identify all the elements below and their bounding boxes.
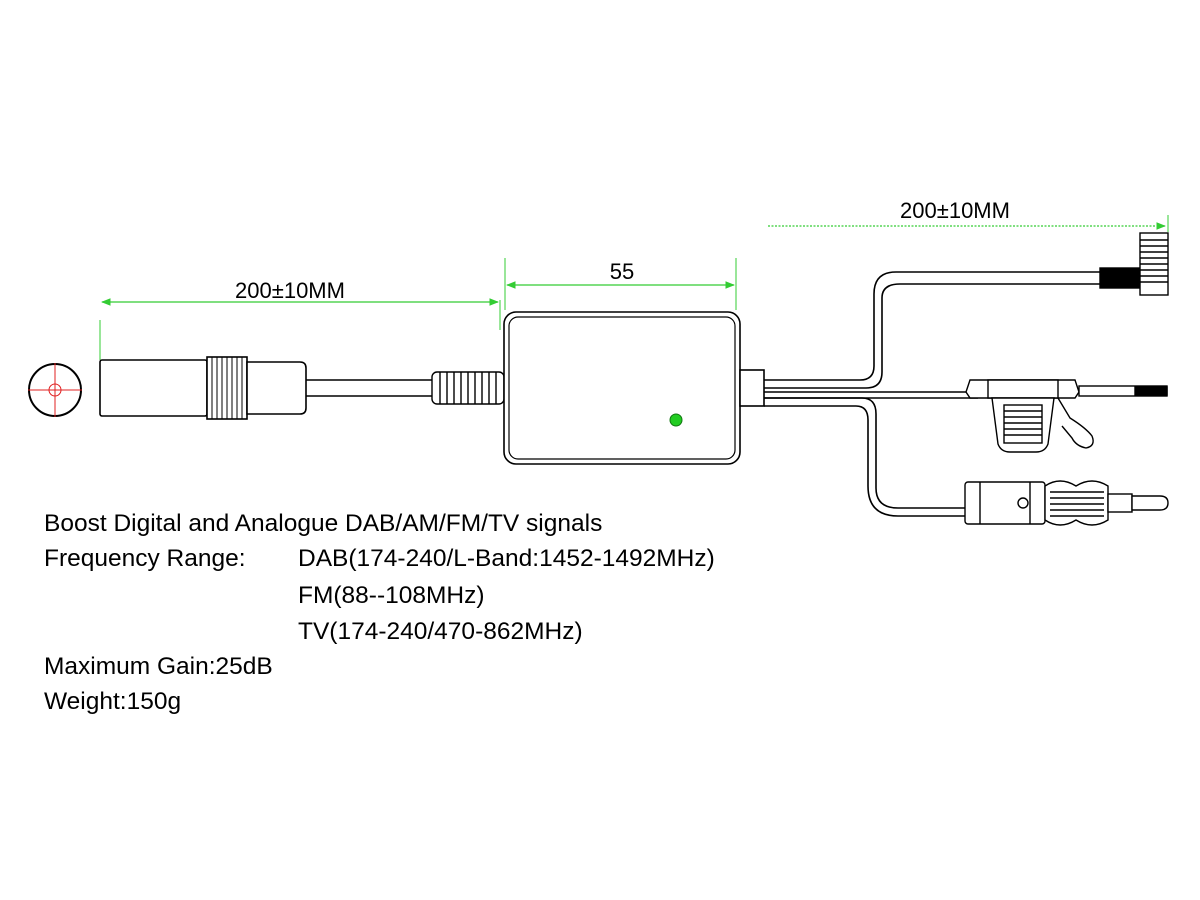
dimension-left-label: 200±10MM: [235, 278, 345, 303]
dimension-right-cable: 200±10MM: [768, 198, 1169, 232]
spec-weight: Weight:150g: [44, 688, 182, 715]
spec-max-gain: Maximum Gain:25dB: [44, 653, 273, 680]
left-cable: [306, 379, 432, 397]
amplifier-box: [503, 311, 741, 465]
spec-frequency-fm: FM(88--108MHz): [298, 582, 485, 609]
dab-right-angle-connector-icon: [1099, 232, 1169, 296]
dimension-right-label: 200±10MM: [900, 198, 1010, 223]
antenna-plug-icon: [964, 480, 1169, 526]
dimension-box-label: 55: [610, 259, 634, 284]
dimension-box-width: 55: [504, 258, 737, 310]
fuse-holder-icon: [965, 379, 1168, 453]
spec-line-signals: Boost Digital and Analogue DAB/AM/FM/TV …: [44, 510, 603, 537]
input-connector-icon: [99, 356, 307, 420]
dimension-left-cable: 200±10MM: [99, 278, 501, 360]
spec-frequency-label: Frequency Range:: [44, 545, 246, 572]
connector-end-view-icon: [28, 363, 82, 417]
output-collar: [739, 369, 765, 407]
spec-frequency-dab: DAB(174-240/L-Band:1452-1492MHz): [298, 545, 715, 572]
strain-relief-icon: [431, 371, 505, 405]
output-cables: [764, 271, 1100, 517]
spec-frequency-tv: TV(174-240/470-862MHz): [298, 618, 583, 645]
led-indicator-icon: [669, 413, 683, 427]
